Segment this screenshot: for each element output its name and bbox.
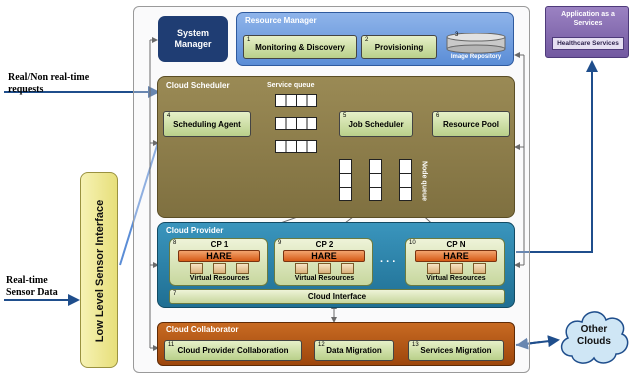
cp2-vr-label: Virtual Resources <box>294 275 355 282</box>
system-manager-box: System Manager <box>158 16 228 62</box>
server-icon <box>341 263 354 274</box>
cp2-hare: HARE <box>283 250 365 262</box>
resource-manager-title: Resource Manager <box>245 16 317 25</box>
provisioning-label: Provisioning <box>374 42 424 52</box>
cloud-collaborator-title: Cloud Collaborator <box>166 325 239 334</box>
healthcare-services-label: Healthcare Services <box>557 40 619 47</box>
monitoring-num: 1 <box>247 37 251 43</box>
cpn-label: CP N <box>446 240 466 249</box>
sensor-interface-box: Low Level Sensor Interface <box>80 172 118 368</box>
node-queue-column <box>399 159 412 201</box>
job-scheduler-box: 5 Job Scheduler <box>339 111 413 137</box>
sensor-data-label: Real-time Sensor Data <box>6 275 58 298</box>
system-manager-label: System Manager <box>174 28 212 49</box>
server-icon <box>213 263 226 274</box>
cp1-num: 8 <box>173 240 177 246</box>
cloud-provider-panel: Cloud Provider 8 CP 1 HARE Virtual Resou… <box>157 222 515 308</box>
cloud-collaborator-panel: Cloud Collaborator 11 Cloud Provider Col… <box>157 322 515 366</box>
image-repository: 3 Image Repository <box>443 32 509 63</box>
database-icon <box>446 33 506 54</box>
provider-collaboration-num: 11 <box>168 342 175 348</box>
service-queue-label: Service queue <box>267 82 315 89</box>
resource-pool-box: 6 Resource Pool <box>432 111 510 137</box>
cp2-box: 9 CP 2 HARE Virtual Resources <box>274 238 373 286</box>
provider-collaboration-label: Cloud Provider Collaboration <box>177 346 289 355</box>
provisioning-box: 2 Provisioning <box>361 35 437 59</box>
cp1-vr-label: Virtual Resources <box>189 275 250 282</box>
node-queue-column <box>339 159 352 201</box>
app-services-panel: Application as a Services Healthcare Ser… <box>545 6 629 58</box>
service-queue-row <box>275 117 317 130</box>
cp1-hare: HARE <box>178 250 260 262</box>
sensor-interface-label: Low Level Sensor Interface <box>94 199 106 343</box>
cloud-provider-title: Cloud Provider <box>166 226 224 235</box>
resource-pool-label: Resource Pool <box>442 119 499 129</box>
other-clouds: Other Clouds <box>556 300 632 374</box>
node-queue-label: Node queue <box>420 160 428 202</box>
ellipsis: . . . <box>380 253 396 265</box>
cpn-vr-label: Virtual Resources <box>426 275 486 282</box>
cp1-box: 8 CP 1 HARE Virtual Resources <box>169 238 268 286</box>
scheduling-agent-box: 4 Scheduling Agent <box>163 111 251 137</box>
resource-manager-panel: Resource Manager 1 Monitoring & Discover… <box>236 12 514 66</box>
cloud-interface-num: 7 <box>173 291 177 297</box>
other-clouds-label: Other Clouds <box>577 324 611 347</box>
server-icon <box>318 263 331 274</box>
cloud-scheduler-title: Cloud Scheduler <box>166 81 230 90</box>
cloud-scheduler-panel: Cloud Scheduler Service queue 4 Scheduli… <box>157 76 515 218</box>
scheduling-agent-label: Scheduling Agent <box>173 119 241 129</box>
services-migration-num: 13 <box>412 342 419 348</box>
server-icon <box>473 263 486 274</box>
server-icon <box>236 263 249 274</box>
provisioning-num: 2 <box>365 37 369 43</box>
image-repository-num: 3 <box>455 32 459 38</box>
monitoring-label: Monitoring & Discovery <box>255 42 345 52</box>
job-scheduler-num: 5 <box>343 113 347 119</box>
data-migration-label: Data Migration <box>326 346 382 355</box>
cpn-box: 10 CP N HARE Virtual Resources <box>405 238 505 286</box>
cp1-label: CP 1 <box>210 240 229 249</box>
scheduling-agent-num: 4 <box>167 113 171 119</box>
service-queue-row <box>275 140 317 153</box>
app-services-title: Application as a Services <box>561 11 615 27</box>
server-icon <box>450 263 463 274</box>
service-queue-row <box>275 94 317 107</box>
provider-collaboration-box: 11 Cloud Provider Collaboration <box>164 340 302 361</box>
resource-pool-num: 6 <box>436 113 440 119</box>
data-migration-box: 12 Data Migration <box>314 340 394 361</box>
cpn-num: 10 <box>409 240 416 246</box>
server-icon <box>427 263 440 274</box>
cloud-interface-box: 7 Cloud Interface <box>169 289 505 304</box>
cp2-num: 9 <box>278 240 282 246</box>
server-icon <box>190 263 203 274</box>
services-migration-label: Services Migration <box>420 346 492 355</box>
cloud-icon <box>560 311 629 364</box>
data-migration-num: 12 <box>318 342 325 348</box>
server-icon <box>295 263 308 274</box>
monitoring-discovery-box: 1 Monitoring & Discovery <box>243 35 357 59</box>
node-queue-column <box>369 159 382 201</box>
healthcare-services-box: Healthcare Services <box>552 37 624 50</box>
services-migration-box: 13 Services Migration <box>408 340 504 361</box>
cpn-hare: HARE <box>415 250 497 262</box>
cp2-label: CP 2 <box>315 240 334 249</box>
image-repository-label: Image Repository <box>450 54 502 60</box>
cloud-interface-label: Cloud Interface <box>307 292 367 301</box>
job-scheduler-label: Job Scheduler <box>348 119 404 129</box>
requests-label: Real/Non real-time requests <box>8 72 90 95</box>
